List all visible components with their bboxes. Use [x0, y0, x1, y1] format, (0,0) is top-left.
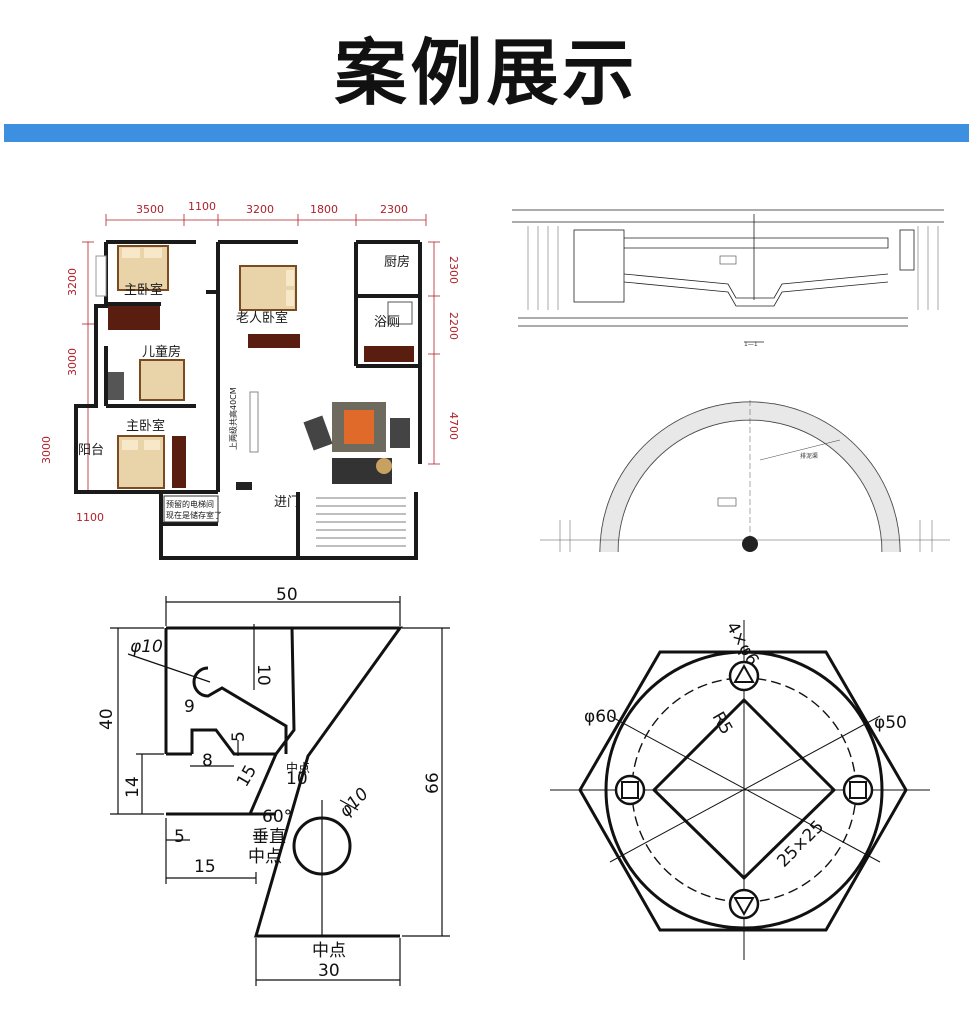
- part-drawing-1: 50 10 φ10 9 40 5 8 14 15 中点 10 60° 垂直 中点…: [97, 585, 450, 986]
- tank-ring-label: 排泥渠: [800, 452, 818, 460]
- dim-15a: 15: [233, 762, 261, 791]
- sq-label: 25×25: [773, 817, 828, 872]
- dim-left-2: 3000: [66, 348, 79, 376]
- d60-label: φ60: [584, 707, 617, 727]
- dia-10b: φ10: [335, 784, 372, 821]
- dim-50: 50: [276, 585, 298, 605]
- dim-right-1: 2300: [447, 256, 460, 284]
- dim-top-1: 3500: [136, 203, 164, 216]
- tank-section-label: 1—1: [744, 341, 758, 348]
- room-kitchen: 厨房: [384, 254, 410, 270]
- dim-14: 14: [123, 776, 143, 798]
- part-drawing-1-panel: 50 10 φ10 9 40 5 8 14 15 中点 10 60° 垂直 中点…: [90, 580, 480, 1000]
- dim-left-1: 3200: [66, 268, 79, 296]
- dim-left-3: 3000: [40, 436, 53, 464]
- tank-section-drawing: 1—1: [512, 209, 944, 348]
- floor-plan-panel: 3500 1100 3200 1800 2300 3200 3000 3000 …: [36, 196, 466, 564]
- room-elder: 老人卧室: [236, 310, 288, 326]
- perp-label: 垂直: [252, 827, 286, 847]
- living-room-set: [303, 402, 410, 484]
- bed-master-2: [117, 435, 165, 489]
- dim-8: 8: [202, 751, 213, 771]
- room-balcony: 阳台: [78, 443, 104, 458]
- dim-9: 9: [184, 697, 195, 717]
- floor-plan-drawing: 3500 1100 3200 1800 2300 3200 3000 3000 …: [40, 200, 460, 560]
- dim-top-5: 2300: [380, 203, 408, 216]
- tank-section-panel: 1—1: [508, 200, 948, 350]
- dim-5b: 5: [174, 827, 185, 847]
- angle-60: 60°: [262, 807, 292, 827]
- dia-10a: φ10: [130, 637, 163, 657]
- dim-top-2: 1100: [188, 200, 216, 213]
- bed-master-1: [117, 245, 169, 291]
- dim-40: 40: [97, 708, 117, 730]
- stair-note: 上两级共高40CM: [228, 387, 238, 450]
- room-entry: 进门: [274, 495, 300, 510]
- tank-plan-drawing: 排泥渠: [540, 400, 950, 552]
- mid-label-a: 中点: [286, 760, 310, 775]
- dim-15b: 15: [194, 857, 216, 877]
- holes-label: 4×φ6: [722, 619, 763, 670]
- note-line-2: 现在是储存室了: [166, 510, 222, 520]
- room-master-2: 主卧室: [126, 418, 165, 434]
- mid-label-b: 中点: [248, 847, 282, 867]
- room-master-1: 主卧室: [124, 282, 163, 298]
- part-drawing-2: 4×φ6 R5 φ60 φ50 25×25: [550, 619, 930, 960]
- title-accent-bar: [4, 124, 969, 142]
- dim-30: 30: [318, 961, 340, 981]
- dim-66: 66: [423, 772, 443, 794]
- dim-bottom-left: 1100: [76, 511, 104, 524]
- dim-right-3: 4700: [447, 412, 460, 440]
- room-bath: 浴厕: [374, 315, 400, 330]
- bed-elder: [239, 265, 297, 311]
- mid-label-c: 中点: [312, 941, 346, 961]
- dim-top-3: 3200: [246, 203, 274, 216]
- dim-10b: 10: [286, 769, 308, 789]
- page-title: 案例展示: [334, 31, 639, 115]
- room-child: 儿童房: [142, 344, 181, 360]
- dim-right-2: 2200: [447, 312, 460, 340]
- dim-5a: 5: [229, 731, 249, 742]
- note-line-1: 预留的电梯间: [166, 499, 214, 509]
- bed-child: [139, 359, 185, 401]
- dim-10a: 10: [253, 664, 273, 686]
- d50-label: φ50: [874, 713, 907, 733]
- dim-top-4: 1800: [310, 203, 338, 216]
- part-drawing-2-panel: 4×φ6 R5 φ60 φ50 25×25: [550, 600, 930, 980]
- tank-plan-panel: 排泥渠: [540, 380, 950, 552]
